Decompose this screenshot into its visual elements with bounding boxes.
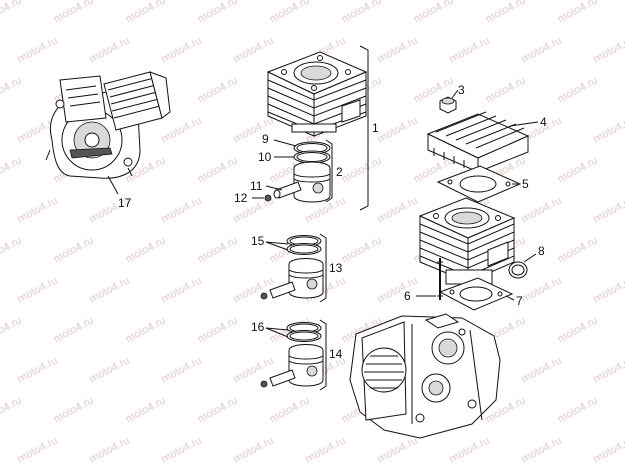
piston-rings-15 xyxy=(286,235,322,255)
piston-pin-13 xyxy=(260,281,296,300)
leader-3 xyxy=(451,89,459,99)
piston-13 xyxy=(288,258,324,299)
callout-13: 13 xyxy=(329,261,343,275)
piston-rings-16 xyxy=(286,322,322,342)
piston-pin xyxy=(273,181,302,199)
callout-16: 16 xyxy=(251,320,265,334)
leader-17 xyxy=(107,175,119,195)
callout-8: 8 xyxy=(538,244,545,258)
callout-7: 7 xyxy=(516,294,523,308)
callout-5: 5 xyxy=(522,177,529,191)
head-gasket xyxy=(436,165,522,203)
spark-plug-nut xyxy=(439,96,457,114)
callout-2: 2 xyxy=(336,165,343,179)
leader-7 xyxy=(505,295,515,301)
leader-11 xyxy=(265,185,283,191)
callout-10: 10 xyxy=(258,150,272,164)
leader-15b xyxy=(265,241,289,251)
leader-9 xyxy=(273,139,297,147)
callout-15: 15 xyxy=(251,234,265,248)
callout-17: 17 xyxy=(118,196,132,210)
crankcase xyxy=(349,313,501,439)
stud-6 xyxy=(437,258,443,300)
cylinder-head xyxy=(426,111,530,173)
leader-8 xyxy=(523,253,537,263)
leader-4 xyxy=(509,121,539,127)
leader-16a xyxy=(265,327,289,331)
callout-3: 3 xyxy=(458,83,465,97)
callout-14: 14 xyxy=(329,347,343,361)
piston-ring-9 xyxy=(293,141,331,155)
callout-1: 1 xyxy=(372,121,379,135)
bracket-14 xyxy=(319,319,327,391)
piston-14 xyxy=(288,344,324,387)
callout-12: 12 xyxy=(234,191,248,205)
base-gasket xyxy=(438,277,514,311)
callout-9: 9 xyxy=(262,132,269,146)
callout-11: 11 xyxy=(250,179,263,193)
pin-clip-12 xyxy=(264,194,272,202)
engine-cylinder-fins xyxy=(103,71,163,131)
piston xyxy=(293,161,331,203)
bracket-1 xyxy=(359,45,369,211)
leader-16b xyxy=(265,327,289,338)
callout-4: 4 xyxy=(540,115,547,129)
callout-6: 6 xyxy=(404,289,411,303)
engine-assembly xyxy=(45,71,171,179)
bracket-13 xyxy=(319,233,327,303)
cylinder-top xyxy=(266,51,368,137)
leader-15a xyxy=(265,241,289,245)
piston-ring-10 xyxy=(293,150,331,164)
piston-pin-14 xyxy=(260,369,296,388)
o-ring-8 xyxy=(508,261,528,279)
bracket-2 xyxy=(325,139,333,203)
cylinder-right xyxy=(418,197,516,285)
